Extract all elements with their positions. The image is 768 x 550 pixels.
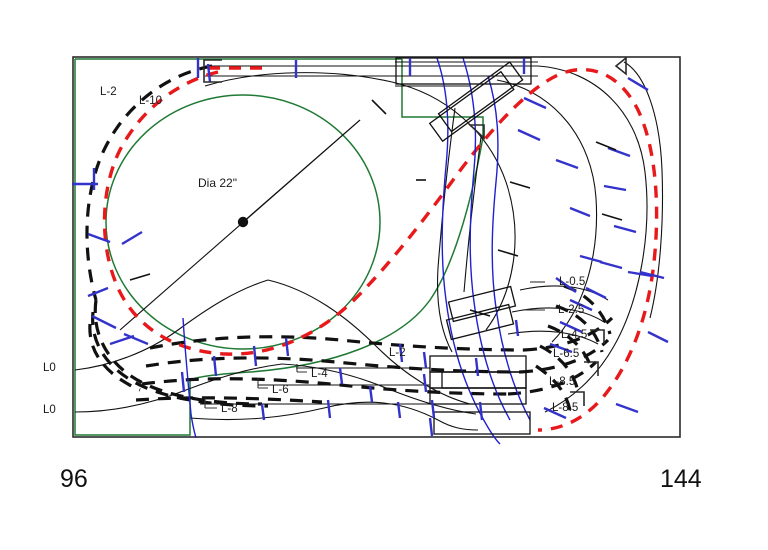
label-l-2-center: L-2 bbox=[389, 347, 406, 359]
helix-diameter-label: Dia 22" bbox=[198, 176, 237, 190]
label-l-4p5: L-4.5 bbox=[561, 329, 587, 341]
dimension-depth: 96 bbox=[60, 465, 88, 493]
yard-rectangles bbox=[395, 57, 532, 435]
label-l-8p5-upper: L-8.5 bbox=[549, 376, 575, 388]
label-l-8p5-lower: L-8.5 bbox=[552, 402, 578, 414]
label-l-2-upper: L-2 bbox=[100, 86, 117, 98]
black-solid-tracks bbox=[74, 61, 664, 431]
label-l-8: L-8 bbox=[221, 403, 238, 415]
label-l-4: L-4 bbox=[311, 368, 328, 380]
label-l-6p5: L-6.5 bbox=[553, 348, 579, 360]
dimension-width: 144 bbox=[660, 465, 702, 493]
label-leaders bbox=[204, 281, 545, 409]
room-frame bbox=[72, 56, 681, 438]
turnout-ticks-black bbox=[129, 99, 623, 317]
label-l-6: L-6 bbox=[272, 384, 289, 396]
label-l-0p5: L-0.5 bbox=[559, 276, 585, 288]
red-dashed-mainline bbox=[102, 66, 659, 432]
label-l-2p5: L-2.5 bbox=[558, 304, 584, 316]
label-l0-upper: L0 bbox=[43, 362, 56, 374]
bumper-symbols bbox=[203, 56, 627, 406]
label-l-10: L-10 bbox=[139, 95, 162, 107]
turnout-ticks-blue bbox=[72, 58, 669, 437]
helix-center-dot bbox=[237, 216, 249, 228]
label-l0-lower: L0 bbox=[43, 404, 56, 416]
